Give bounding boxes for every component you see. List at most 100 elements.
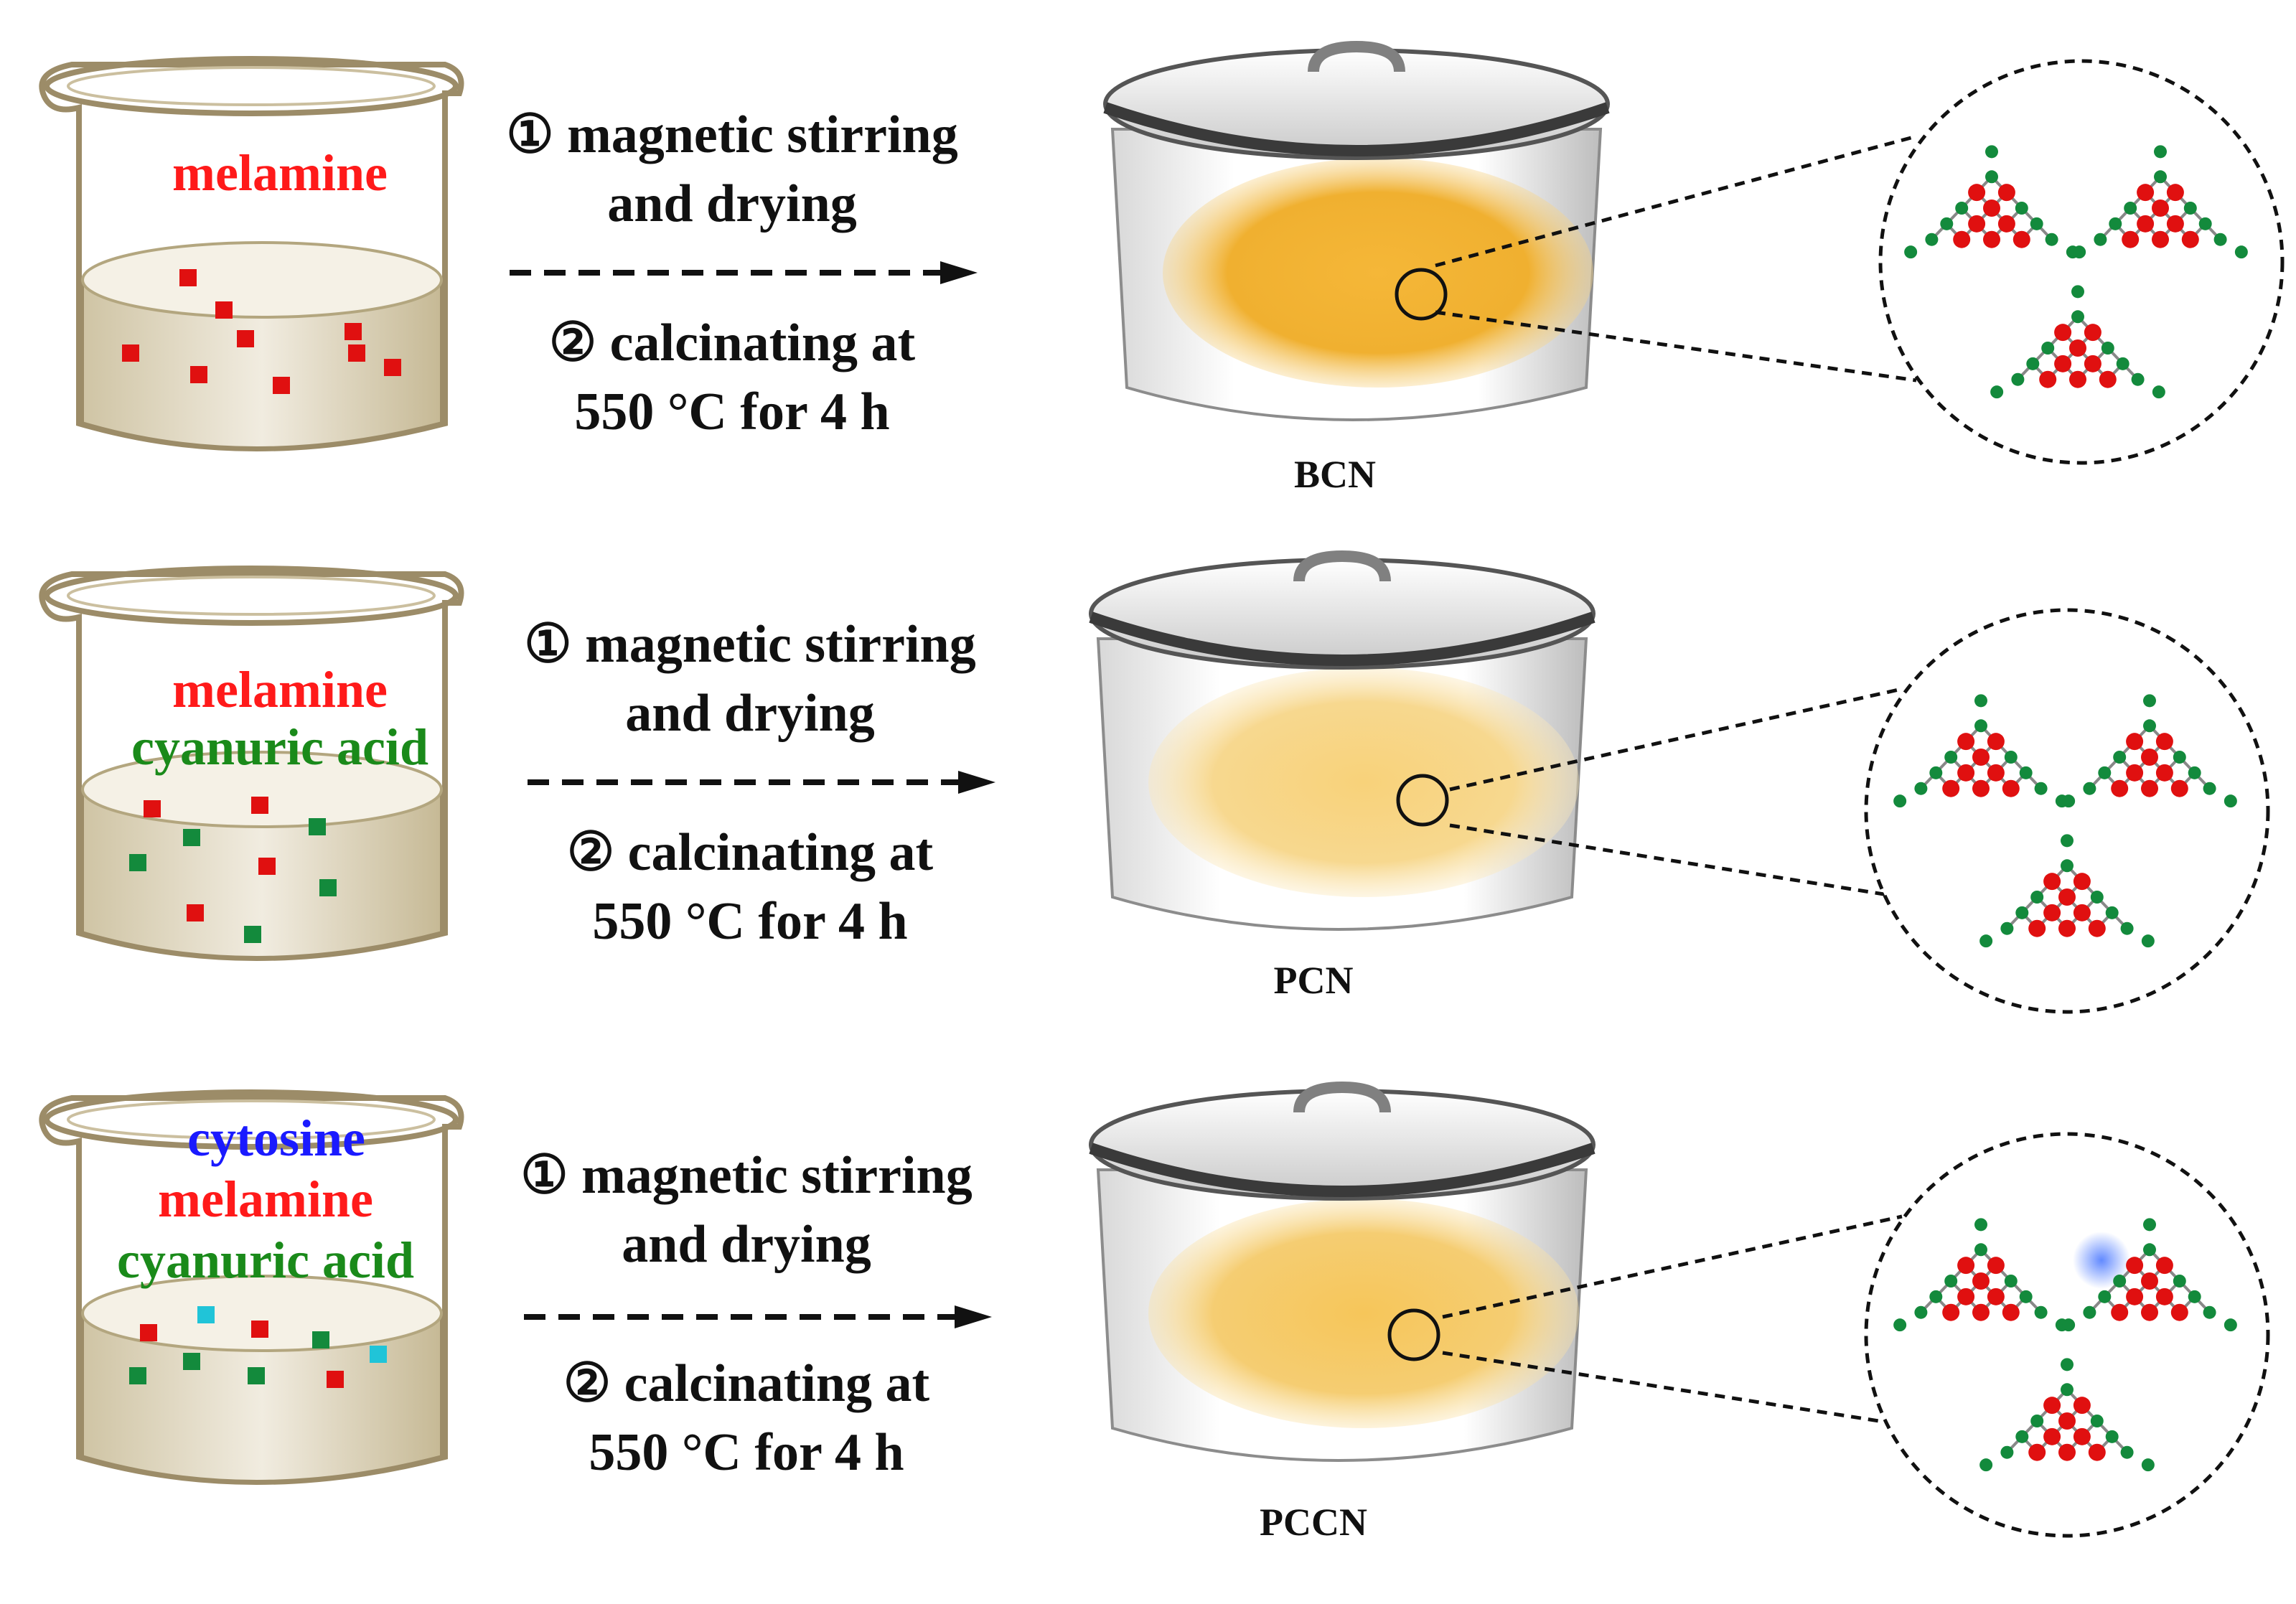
nitrogen-atom (2224, 1318, 2237, 1332)
carbon-atom (2155, 733, 2173, 751)
carbon-atom (2043, 1397, 2061, 1415)
carbon-atom (2073, 904, 2091, 921)
nitrogen-atom (2143, 719, 2156, 733)
nitrogen-atom (2015, 202, 2028, 215)
heptazine-unit (1893, 1218, 2068, 1332)
product-label: PCCN (1260, 1501, 1367, 1544)
synthesis-row-pcn: melamine cyanuric acid ① magnetic stirri… (0, 510, 2296, 1044)
nitrogen-atom (2141, 1458, 2155, 1472)
heptazine-unit (1979, 1358, 2155, 1472)
heptazine-unit (2062, 694, 2237, 808)
nitrogen-atom (2030, 217, 2043, 230)
nitrogen-atom (2098, 1290, 2112, 1303)
carbon-atom (2126, 733, 2144, 751)
precursor-label-melamine: melamine (158, 1171, 373, 1228)
step2-label: ② calcinating at 550 °C for 4 h (548, 314, 916, 441)
nitrogen-atom (2198, 217, 2212, 230)
carbon-atom (2152, 230, 2169, 248)
carbon-atom (2054, 324, 2072, 342)
nitrogen-atom (2234, 245, 2248, 259)
nitrogen-atom (2061, 834, 2074, 848)
step1-label: ① magnetic stirring and drying (524, 615, 976, 743)
carbon-atom (2155, 1257, 2173, 1275)
melamine-cube (140, 1321, 344, 1388)
nitrogen-atom (1990, 385, 2004, 399)
carbon-atom (1968, 184, 1986, 202)
dopant-highlight (2073, 1232, 2130, 1289)
nitrogen-atom (2101, 342, 2114, 355)
step2-label: ② calcinating at 550 °C for 4 h (566, 823, 934, 951)
carbon-atom (1942, 779, 1960, 797)
magnify-circle-icon (1396, 774, 1449, 827)
carbon-atom (2073, 873, 2091, 891)
zoom-lines-icon (1449, 687, 1903, 899)
nitrogen-atom (2105, 906, 2119, 919)
nitrogen-atom (1929, 1290, 1943, 1303)
nitrogen-atom (2154, 170, 2167, 184)
nitrogen-atom (2120, 921, 2134, 935)
heptazine-unit (2062, 1218, 2237, 1332)
nitrogen-atom (2083, 782, 2096, 795)
nitrogen-atom (1929, 766, 1943, 779)
nitrogen-atom (2004, 1275, 2018, 1288)
carbon-atom (2141, 1272, 2158, 1290)
carbon-atom (2043, 1427, 2061, 1445)
nitrogen-atom (1925, 233, 1939, 246)
carbon-atom (1987, 764, 2005, 782)
carbon-atom (2058, 919, 2076, 937)
carbon-atom (2084, 324, 2101, 342)
carbon-atom (2054, 355, 2072, 372)
nitrogen-atom (2061, 1383, 2074, 1397)
carbon-atom (2111, 779, 2129, 797)
carbon-atom (1942, 1303, 1960, 1321)
nitrogen-atom (2071, 310, 2084, 324)
nitrogen-atom (2015, 1430, 2029, 1443)
nitrogen-atom (2124, 202, 2137, 215)
carbon-atom (2111, 1303, 2129, 1321)
magnify-circle-icon (1395, 268, 1448, 321)
precursor-label-cyanuric-acid: cyanuric acid (131, 718, 428, 776)
nitrogen-atom (1955, 202, 1969, 215)
nitrogen-atom (2015, 906, 2029, 919)
carbon-atom (2126, 1257, 2144, 1275)
beaker-icon (39, 1089, 464, 1485)
step1-label: ① magnetic stirring and drying (520, 1146, 973, 1274)
nitrogen-atom (2062, 1318, 2076, 1332)
carbon-atom (2141, 1303, 2158, 1321)
carbon-atom (2002, 779, 2020, 797)
nitrogen-atom (2188, 1290, 2201, 1303)
nitrogen-atom (2030, 891, 2044, 904)
carbon-atom (2122, 230, 2140, 248)
melamine-cube (122, 269, 401, 394)
melamine-cube (144, 797, 276, 921)
nitrogen-atom (1893, 794, 1907, 808)
nitrogen-atom (2143, 1218, 2156, 1232)
heptazine-unit (2073, 145, 2248, 259)
carbon-atom (2043, 873, 2061, 891)
nitrogen-atom (2000, 921, 2014, 935)
nitrogen-atom (2045, 233, 2058, 246)
carbon-atom (1972, 749, 1990, 766)
carbon-atom (2141, 749, 2158, 766)
nitrogen-atom (1979, 1458, 1993, 1472)
precursor-label-melamine: melamine (172, 661, 388, 718)
dashed-arrow-icon (510, 261, 978, 284)
nitrogen-atom (2090, 891, 2104, 904)
carbon-atom (1987, 1288, 2005, 1305)
carbon-atom (2170, 1303, 2188, 1321)
cyanuric-acid-cube (129, 818, 337, 943)
carbon-atom (2126, 1288, 2144, 1305)
carbon-atom (2099, 370, 2117, 388)
nitrogen-atom (2154, 145, 2167, 159)
nitrogen-atom (1974, 719, 1987, 733)
nitrogen-atom (1914, 1305, 1928, 1319)
nitrogen-atom (2041, 342, 2055, 355)
heptazine-unit (1979, 834, 2155, 948)
carbon-atom (2058, 888, 2076, 906)
heptazine-unit (1990, 285, 2165, 399)
heptazine-unit (1893, 694, 2068, 808)
product-label: PCN (1273, 959, 1354, 1002)
carbon-atom (2126, 764, 2144, 782)
nitrogen-atom (1944, 751, 1958, 764)
carbon-atom (2069, 370, 2086, 388)
